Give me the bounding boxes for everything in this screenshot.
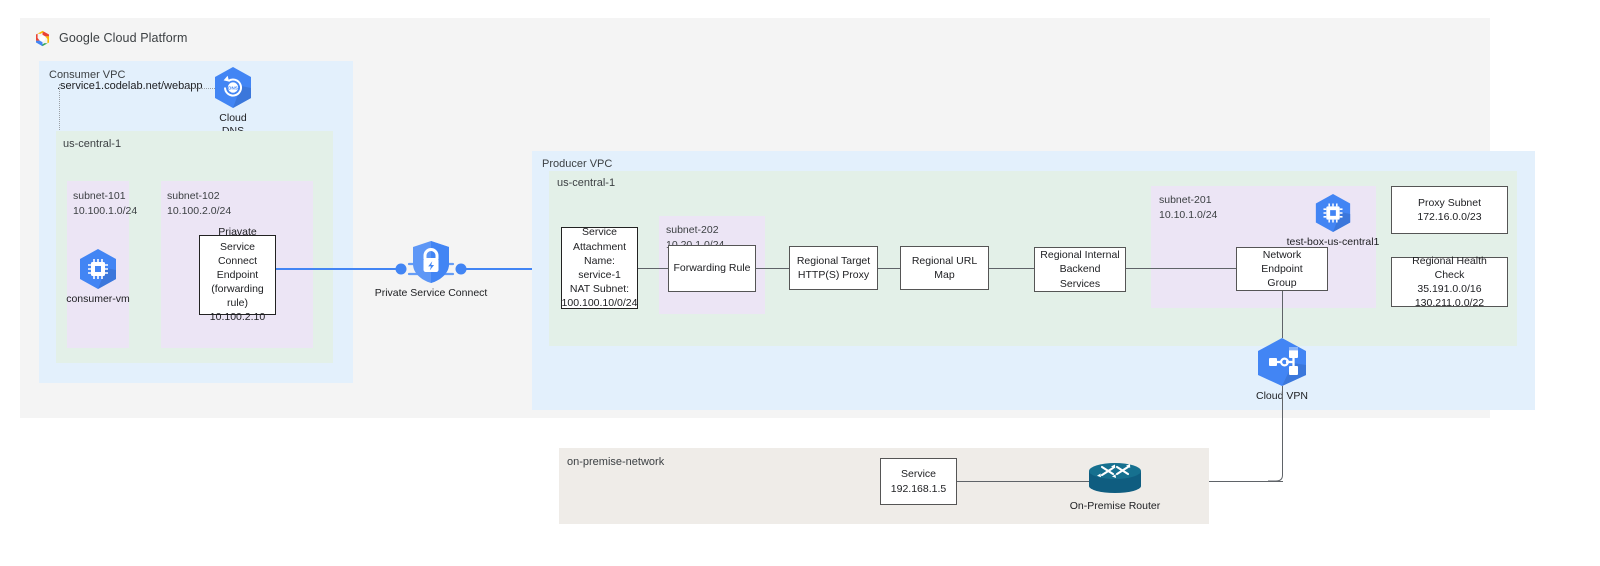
cloud-vpn-node[interactable]: Cloud VPN [1232, 337, 1332, 403]
private-service-connect-label: Private Service Connect [374, 287, 488, 299]
line-backend-to-neg [1126, 268, 1236, 269]
line-url-map-to-backend [989, 268, 1034, 269]
line-forwarding-rule-to-proxy [756, 268, 789, 269]
test-box-label: test-box-us-central1 [1286, 236, 1380, 248]
consumer-vpc-label: Consumer VPC [49, 69, 126, 81]
regional-health-check-box[interactable]: Regional Health Check 35.191.0.0/16 130.… [1391, 255, 1508, 309]
line-service-to-router [957, 481, 1090, 482]
regional-url-map-box[interactable]: Regional URL Map [900, 246, 989, 290]
producer-region-label: us-central-1 [557, 177, 616, 189]
psc-endpoint-box[interactable]: Priavate Service Connect Endpoint (forwa… [199, 226, 276, 323]
line-neg-to-cloud-vpn [1282, 291, 1283, 338]
gcp-title: Google Cloud Platform [59, 31, 188, 45]
line-attachment-to-forwarding-rule [638, 268, 668, 269]
on-premise-router-label: On-Premise Router [1069, 500, 1161, 512]
on-premise-network-label: on-premise-network [567, 456, 665, 468]
consumer-vm-label: consumer-vm [66, 293, 130, 305]
svg-text:DNS: DNS [228, 86, 238, 91]
consumer-fqdn-label: .service1.codelab.net/webapp [57, 80, 203, 92]
google-cloud-platform-logo [36, 30, 49, 46]
psc-blue-line-left [276, 268, 401, 270]
producer-vpc-label: Producer VPC [542, 158, 613, 170]
cloud-vpn-icon [1258, 338, 1306, 386]
private-service-connect-shield-icon [395, 241, 467, 283]
cloud-dns-node[interactable]: DNS Cloud DNS [205, 66, 261, 138]
cloud-vpn-label: Cloud VPN [1256, 390, 1308, 402]
line-vpn-corner [1268, 466, 1283, 482]
subnet-101-container: subnet-101 10.100.1.0/24 [67, 181, 137, 348]
on-premise-service-box[interactable]: Service 192.168.1.5 [880, 458, 957, 505]
compute-instance-icon [1315, 193, 1351, 233]
psc-blue-line-right [462, 268, 560, 270]
private-service-connect-node[interactable]: Private Service Connect [375, 238, 487, 300]
line-proxy-to-url-map [878, 268, 900, 269]
consumer-vm-node[interactable]: consumer-vm [66, 248, 130, 306]
gcp-header: Google Cloud Platform [33, 27, 188, 49]
consumer-region-label: us-central-1 [63, 138, 122, 150]
on-premise-router-icon [1089, 463, 1141, 493]
cloud-dns-icon: DNS [215, 67, 251, 108]
subnet-201-label: subnet-201 10.10.1.0/24 [1159, 194, 1218, 221]
regional-target-proxy-box[interactable]: Regional Target HTTP(S) Proxy [789, 246, 878, 290]
test-box-node[interactable]: test-box-us-central1 [1283, 193, 1383, 249]
on-premise-router-node[interactable]: On-Premise Router [1063, 461, 1167, 513]
proxy-subnet-box[interactable]: Proxy Subnet 172.16.0.0/23 [1391, 186, 1508, 234]
network-endpoint-group-box[interactable]: Network Endpoint Group [1236, 247, 1328, 291]
fqdn-to-dns-dotted-line [184, 88, 215, 89]
regional-backend-services-box[interactable]: Regional Internal Backend Services [1034, 247, 1126, 292]
forwarding-rule-box[interactable]: Forwarding Rule [668, 245, 756, 292]
subnet-102-label: subnet-102 10.100.2.0/24 [167, 190, 232, 217]
line-vpn-to-router [1145, 481, 1283, 482]
compute-instance-icon [80, 249, 116, 289]
subnet-101-label: subnet-101 10.100.1.0/24 [73, 190, 138, 217]
line-vpn-down [1282, 386, 1283, 474]
service-attachment-box[interactable]: Service Attachment Name: service-1 NAT S… [561, 226, 638, 310]
